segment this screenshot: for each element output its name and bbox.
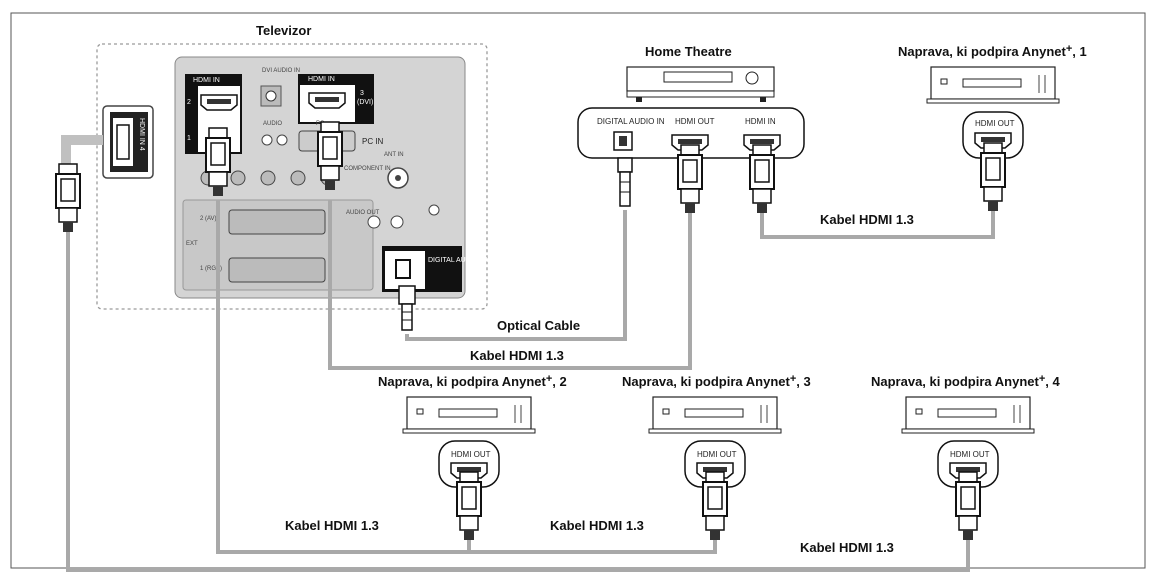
pc-in-label: PC IN — [362, 137, 384, 146]
audio-label: AUDIO — [263, 121, 282, 127]
hdmi-in-4-label: HDMI IN 4 — [138, 118, 145, 151]
optical-cable-label: Optical Cable — [497, 318, 580, 333]
device-1-hdmi-out-label: HDMI OUT — [975, 119, 1015, 128]
ext-label: EXT — [186, 241, 198, 247]
device-1-label: Naprava, ki podpira Anynet+, 1 — [898, 43, 1087, 59]
ht-hdmi-in-label: HDMI IN — [745, 117, 776, 126]
port-3-label: 3 — [360, 90, 364, 97]
audio-out-label: AUDIO OUT — [346, 210, 380, 216]
ht-hdmi-out-label: HDMI OUT — [675, 117, 715, 126]
device-4-hdmi-out-label: HDMI OUT — [950, 450, 990, 459]
port-2-label: 2 — [187, 99, 191, 106]
tv-boundary — [96, 43, 488, 310]
kabel-ht-tv-label: Kabel HDMI 1.3 — [470, 348, 564, 363]
dvi-label: (DVI) — [357, 99, 373, 106]
cable-tv-ht — [328, 200, 692, 370]
ant-in-label: ANT IN — [384, 152, 404, 158]
digital-audio-out-label: DIGITAL AUDIO OUT (OPTICAL) — [428, 257, 531, 264]
hdmi-in-label-b: HDMI IN — [308, 76, 335, 83]
device-2-hdmi-out-label: HDMI OUT — [451, 450, 491, 459]
device-4-box — [901, 396, 1035, 434]
optical-cable — [405, 210, 627, 341]
device-3-label: Naprava, ki podpira Anynet+, 3 — [622, 373, 811, 389]
dvi-audio-in-label: DVI AUDIO IN — [262, 68, 300, 74]
rgb-label: 1 (RGB) — [200, 266, 222, 272]
home-theatre-label: Home Theatre — [645, 44, 732, 59]
device-3-box — [648, 396, 782, 434]
av-label: 2 (AV) — [200, 216, 217, 222]
device-2-label: Naprava, ki podpira Anynet+, 2 — [378, 373, 567, 389]
kabel-dev4-label: Kabel HDMI 1.3 — [800, 540, 894, 555]
kabel-dev3-label: Kabel HDMI 1.3 — [550, 518, 644, 533]
tv-label: Televizor — [256, 23, 311, 38]
port-1-label: 1 — [187, 135, 191, 142]
kabel-dev2-label: Kabel HDMI 1.3 — [285, 518, 379, 533]
device-2-box — [402, 396, 536, 434]
device-1-box — [926, 66, 1060, 104]
cable-ht-dev1 — [760, 210, 995, 239]
home-theatre-unit — [626, 66, 775, 102]
hdmi-in-label-a: HDMI IN — [193, 77, 220, 84]
device-4-label: Naprava, ki podpira Anynet+, 4 — [871, 373, 1061, 389]
kabel-ht-dev1-label: Kabel HDMI 1.3 — [820, 212, 914, 227]
component-in-label: COMPONENT IN — [344, 166, 391, 172]
ht-digital-audio-in-label: DIGITAL AUDIO IN — [597, 117, 665, 126]
device-3-hdmi-out-label: HDMI OUT — [697, 450, 737, 459]
cable-tv-dev4 — [66, 230, 970, 572]
